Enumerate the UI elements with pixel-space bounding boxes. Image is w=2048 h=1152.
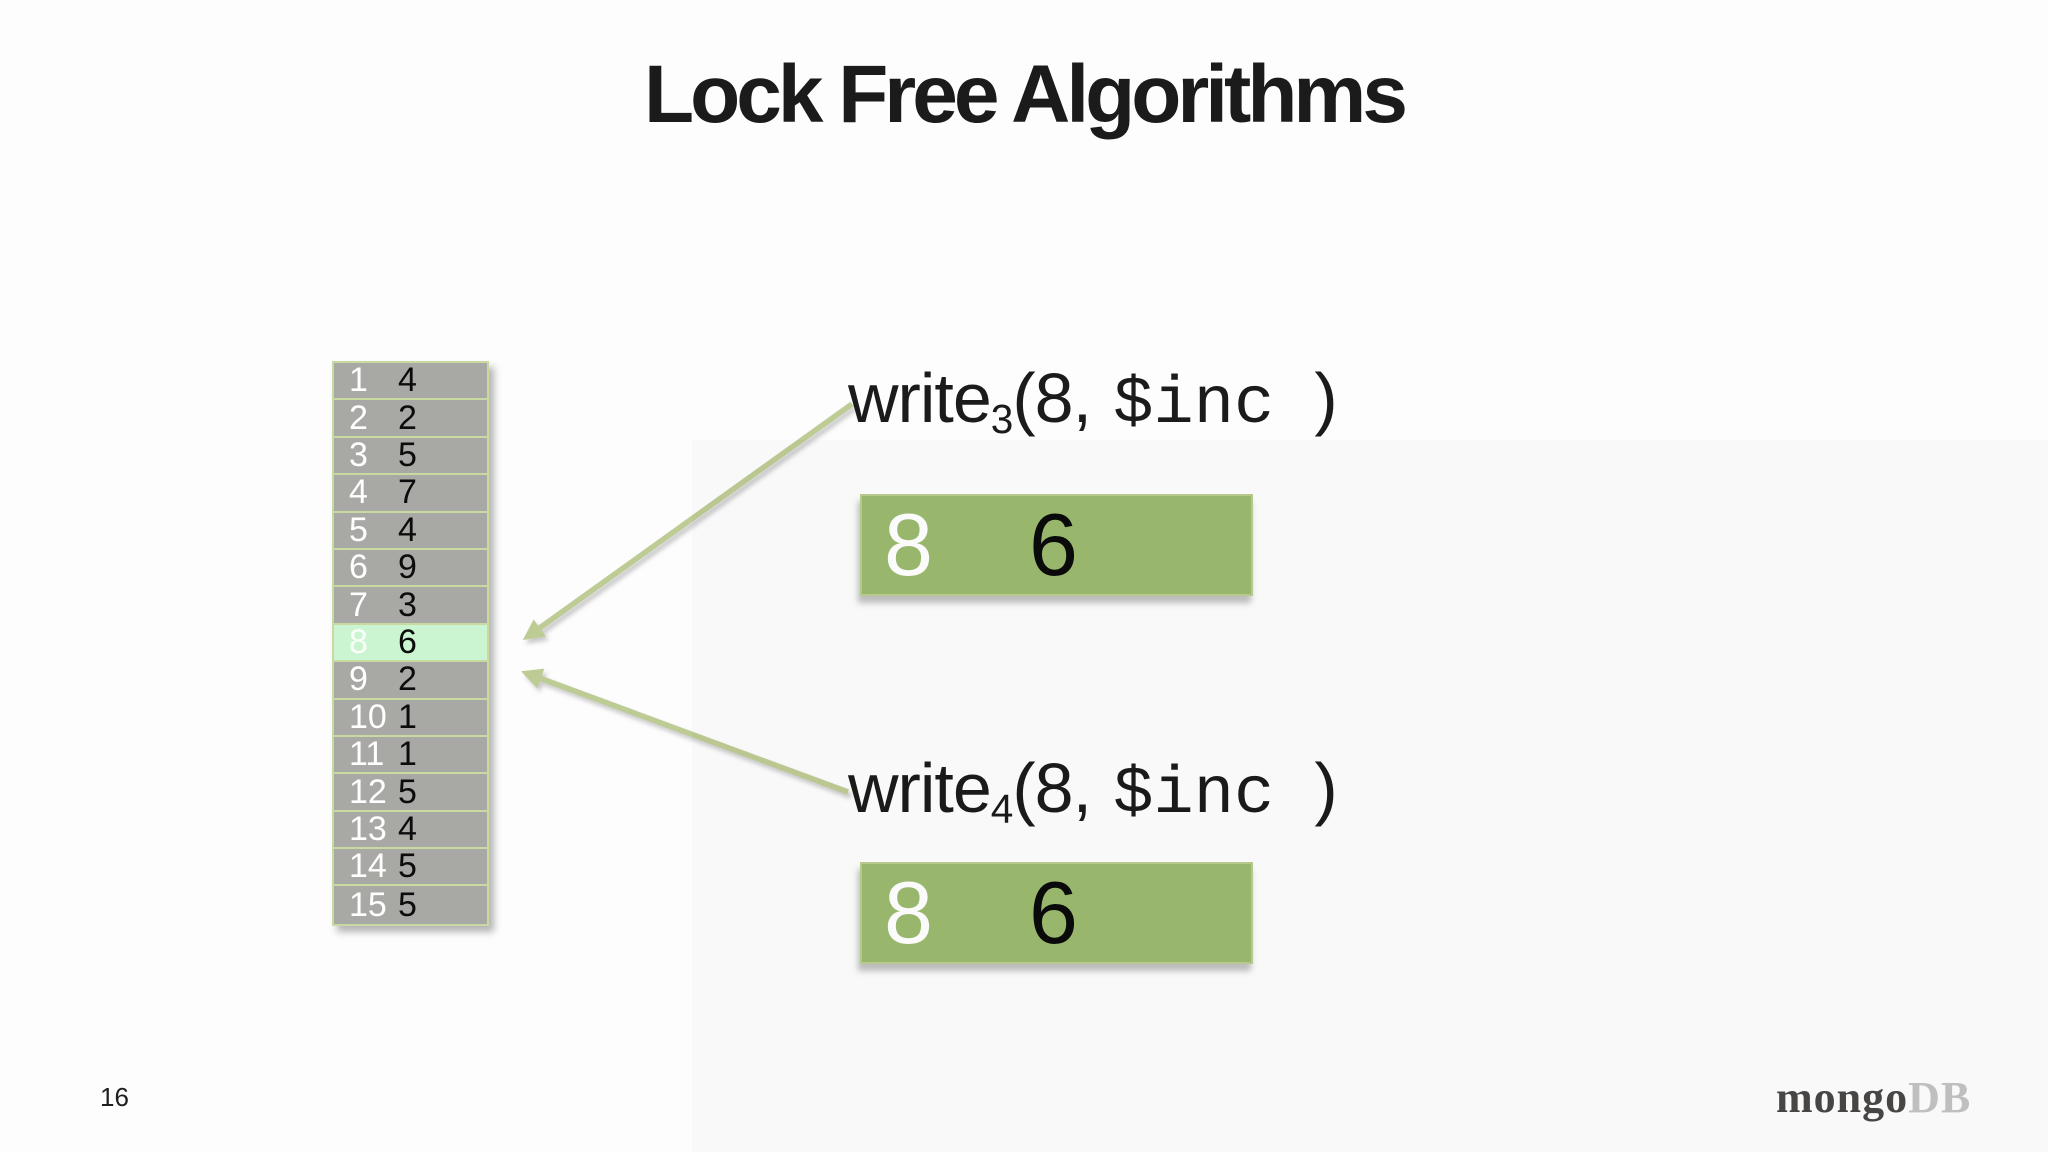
table-row: 7 3 bbox=[334, 585, 487, 625]
write4-call: write4(8, $inc) bbox=[848, 746, 1338, 840]
table-row: 8 6 bbox=[334, 622, 487, 663]
args-open: (8, bbox=[1012, 749, 1092, 827]
table-row-id: 9 bbox=[349, 660, 368, 699]
table-row-id: 5 bbox=[349, 510, 368, 549]
table-row-value: 1 bbox=[398, 697, 417, 736]
table-row: 10 1 bbox=[334, 697, 487, 737]
arrow-write3-to-row8 bbox=[522, 401, 854, 641]
table-row: 14 5 bbox=[334, 847, 487, 887]
table-row-id: 8 bbox=[349, 622, 368, 661]
result-key: 8 bbox=[884, 495, 933, 594]
logo-prefix: mongo bbox=[1776, 1073, 1909, 1122]
arrow-write4-to-row8 bbox=[521, 668, 849, 795]
table-row-value: 4 bbox=[398, 510, 417, 549]
result-value: 6 bbox=[1028, 863, 1078, 962]
table-row-value: 5 bbox=[398, 847, 417, 886]
write3-call: write3(8, $inc) bbox=[848, 356, 1338, 450]
table-row-value: 1 bbox=[398, 735, 417, 774]
table-row-value: 5 bbox=[398, 885, 417, 924]
table-row-id: 7 bbox=[349, 585, 368, 624]
args-close: ) bbox=[1314, 749, 1338, 827]
table-row: 5 4 bbox=[334, 510, 487, 550]
fn-name: write bbox=[848, 359, 992, 437]
mono-arg: $inc bbox=[1113, 367, 1275, 443]
table-row-value: 4 bbox=[398, 809, 417, 848]
table-row: 4 7 bbox=[334, 473, 487, 513]
table-row: 6 9 bbox=[334, 548, 487, 588]
table-row-id: 3 bbox=[349, 435, 368, 474]
table-row: 1 4 bbox=[334, 361, 487, 401]
table-row-id: 2 bbox=[349, 398, 368, 437]
table-row-value: 2 bbox=[398, 660, 417, 699]
table-row: 15 5 bbox=[334, 885, 487, 924]
table-row: 2 2 bbox=[334, 398, 487, 438]
table-row-value: 5 bbox=[398, 772, 417, 811]
table-row-id: 14 bbox=[349, 847, 387, 886]
write3-result-box: 8 6 bbox=[860, 494, 1253, 596]
table-row-id: 1 bbox=[349, 361, 368, 400]
table-row: 12 5 bbox=[334, 772, 487, 812]
table-row-id: 12 bbox=[349, 772, 387, 811]
table-row-id: 13 bbox=[349, 809, 387, 848]
args-open: (8, bbox=[1012, 359, 1092, 437]
table-row-value: 3 bbox=[398, 585, 417, 624]
result-value: 6 bbox=[1028, 495, 1078, 594]
table-row-id: 4 bbox=[349, 473, 368, 512]
table-row: 3 5 bbox=[334, 435, 487, 476]
fn-subscript: 3 bbox=[990, 395, 1014, 442]
table-row-value: 4 bbox=[398, 361, 417, 400]
table-row-value: 6 bbox=[398, 622, 417, 661]
data-table: 1 4 2 2 3 5 4 7 5 4 6 bbox=[332, 361, 489, 926]
table-row-value: 5 bbox=[398, 435, 417, 474]
mongodb-logo: mongoDB bbox=[1776, 1072, 1971, 1123]
table-row-id: 6 bbox=[349, 548, 368, 587]
write4-result-box: 8 6 bbox=[860, 862, 1253, 964]
result-key: 8 bbox=[884, 863, 933, 962]
table-row-value: 9 bbox=[398, 548, 417, 587]
table-row: 9 2 bbox=[334, 660, 487, 700]
page-number: 16 bbox=[100, 1082, 129, 1112]
table-row: 11 1 bbox=[334, 735, 487, 775]
table-row-id: 15 bbox=[349, 885, 387, 924]
table-row-id: 10 bbox=[349, 697, 387, 736]
table-row: 13 4 bbox=[334, 809, 487, 850]
logo-suffix: DB bbox=[1908, 1073, 1972, 1122]
slide-title: Lock Free Algorithms bbox=[644, 49, 1408, 140]
table-row-value: 2 bbox=[398, 398, 417, 437]
fn-name: write bbox=[848, 749, 992, 827]
table-row-value: 7 bbox=[398, 473, 417, 512]
table-row-id: 11 bbox=[349, 735, 385, 774]
args-close: ) bbox=[1314, 359, 1338, 437]
fn-subscript: 4 bbox=[990, 785, 1014, 832]
mono-arg: $inc bbox=[1113, 757, 1275, 833]
